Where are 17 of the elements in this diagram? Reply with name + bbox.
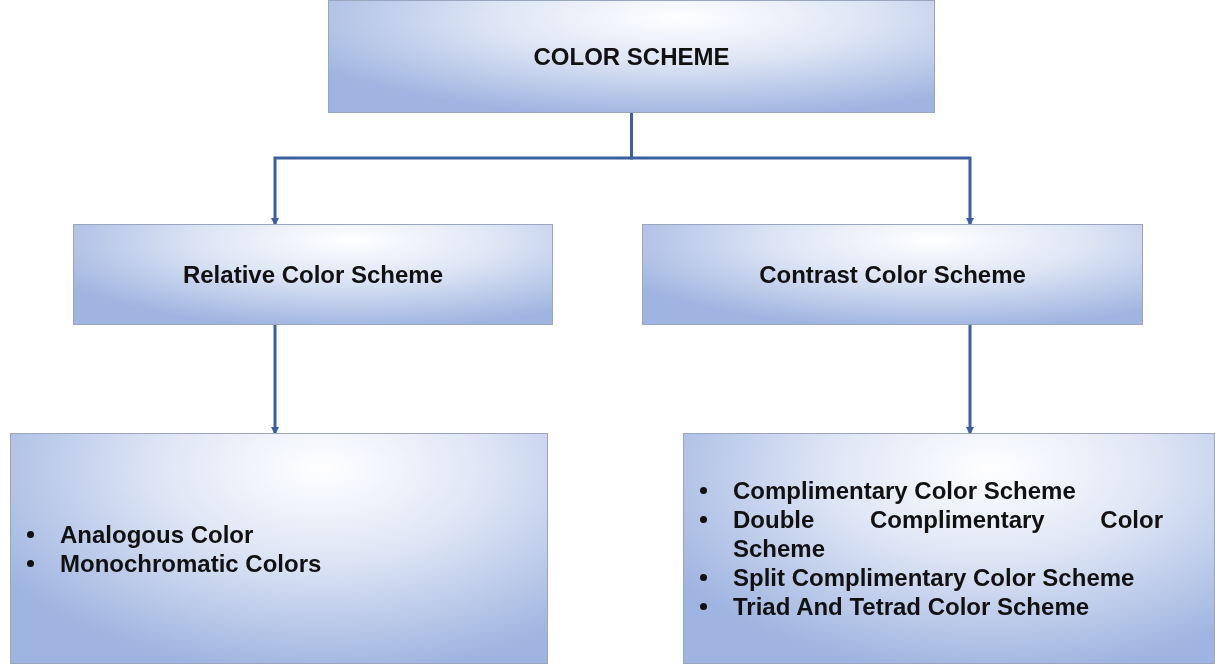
list-item-text: Complimentary Color Scheme (733, 476, 1077, 505)
category-box (642, 224, 1143, 325)
list-box (683, 433, 1215, 664)
list-item-text: Monochromatic Colors (60, 548, 322, 578)
arrow (966, 325, 974, 435)
list-item-text: Triad And Tetrad Color Scheme (733, 592, 1091, 621)
list-item-text: Split Complimentary Color Scheme (733, 563, 1136, 592)
box-title: COLOR SCHEME (533, 42, 730, 71)
category-box (328, 0, 935, 113)
list-item-text: Analogous Color (60, 519, 254, 549)
box-title: Contrast Color Scheme (759, 260, 1026, 289)
box-title: Relative Color Scheme (182, 260, 444, 289)
list-box (10, 433, 548, 664)
arrow (271, 325, 279, 435)
category-box (73, 224, 553, 325)
list-item-text: Double Complimentary Color Scheme (733, 505, 1163, 563)
arrow (630, 113, 974, 226)
